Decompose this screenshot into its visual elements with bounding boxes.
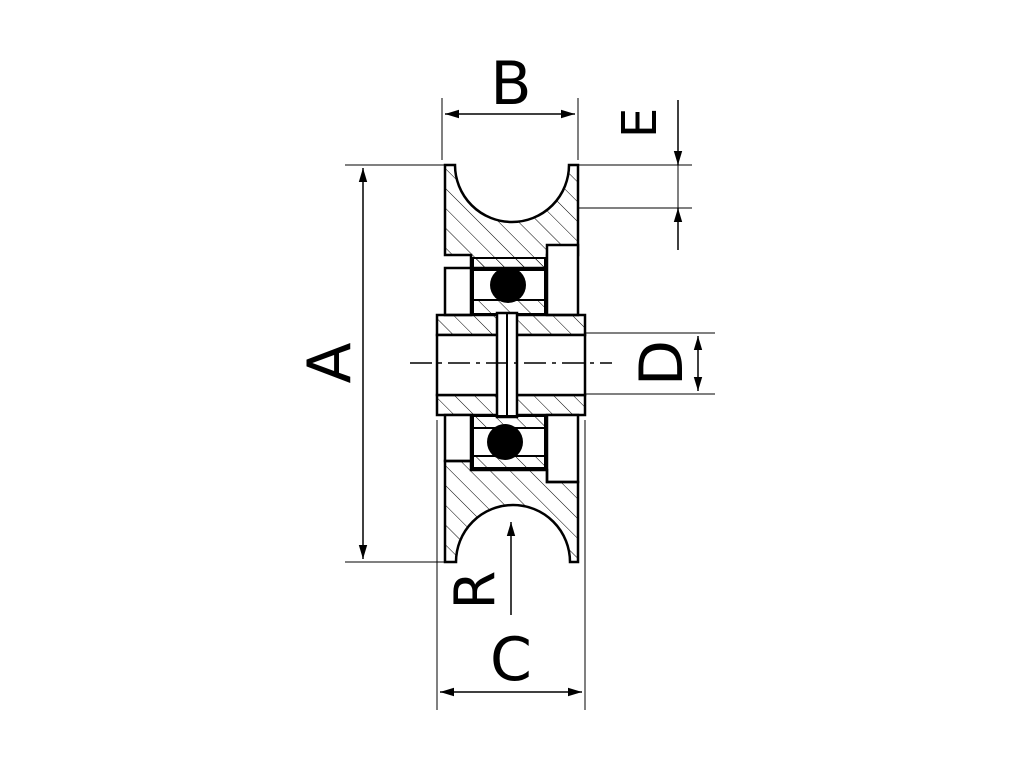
bearing-ball-lower [487,424,523,460]
bearing-upper [472,257,546,315]
axle [435,311,587,419]
dimension-d: D [585,332,715,395]
dimension-label-d: D [627,340,697,386]
dimension-c: C [436,420,586,710]
wheel-hub-web-upper [443,266,473,317]
wheel-shoulder-upper [545,243,580,317]
dimension-r: R [444,522,516,615]
wheel-hub-web-lower [443,413,473,463]
dimension-b: B [441,49,579,160]
bearing-ball-upper [490,267,526,303]
dimension-e: E [578,100,692,250]
wheel-shoulder-lower [545,413,580,484]
dimension-label-c: C [490,625,532,695]
dimension-label-b: B [490,49,531,119]
dimension-a: A [295,164,445,563]
dimension-label-e: E [612,108,668,138]
wheel-rim-lower-hatch [443,459,580,564]
bearing-lower [472,415,546,469]
wheel-rim-upper-hatch [443,163,580,270]
wheel-lower-section [443,413,580,564]
dimension-label-a: A [295,342,365,383]
dimension-label-r: R [444,571,509,610]
